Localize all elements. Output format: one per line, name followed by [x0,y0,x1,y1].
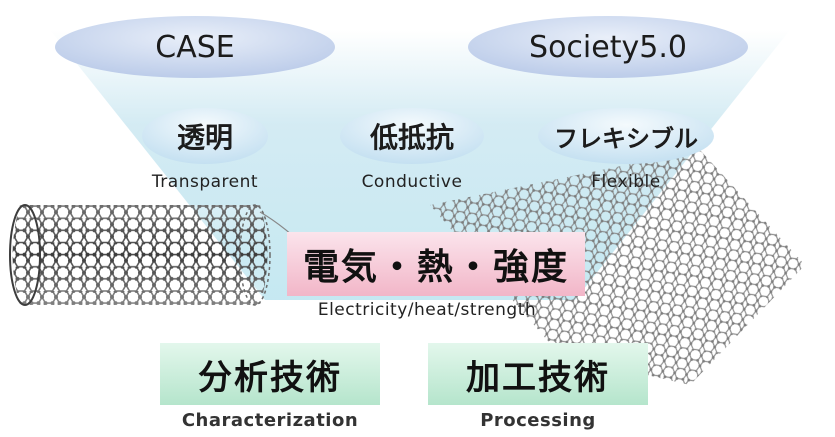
nanotube [9,204,351,306]
processing-ja-label: 加工技術 [466,357,610,398]
analysis-box [160,343,380,405]
conductive-ellipse [340,108,484,164]
case-label: CASE [155,29,235,65]
transparent-ellipse [142,108,268,164]
center-en-label: Electricity/heat/strength [317,300,537,320]
processing-en-label: Processing [480,410,596,431]
transparent-en-label: Transparent [151,172,259,192]
processing-box [428,343,648,405]
analysis-ja-label: 分析技術 [198,357,342,398]
flexible-en-label: Flexible [591,172,661,192]
society-label: Society5.0 [529,29,687,65]
flexible-ellipse [538,108,714,164]
conductive-en-label: Conductive [361,172,463,192]
transparent-ja-label: 透明 [176,121,233,154]
conductive-ja-label: 低抵抗 [369,121,454,154]
graphene-sheet [430,150,805,385]
society-ellipse [468,16,748,78]
analysis-en-label: Characterization [181,410,359,431]
center-ja-label: 電気・熱・強度 [302,247,569,288]
flexible-ja-label: フレキシブル [554,124,698,153]
center-box [287,232,585,296]
case-ellipse [55,16,335,78]
